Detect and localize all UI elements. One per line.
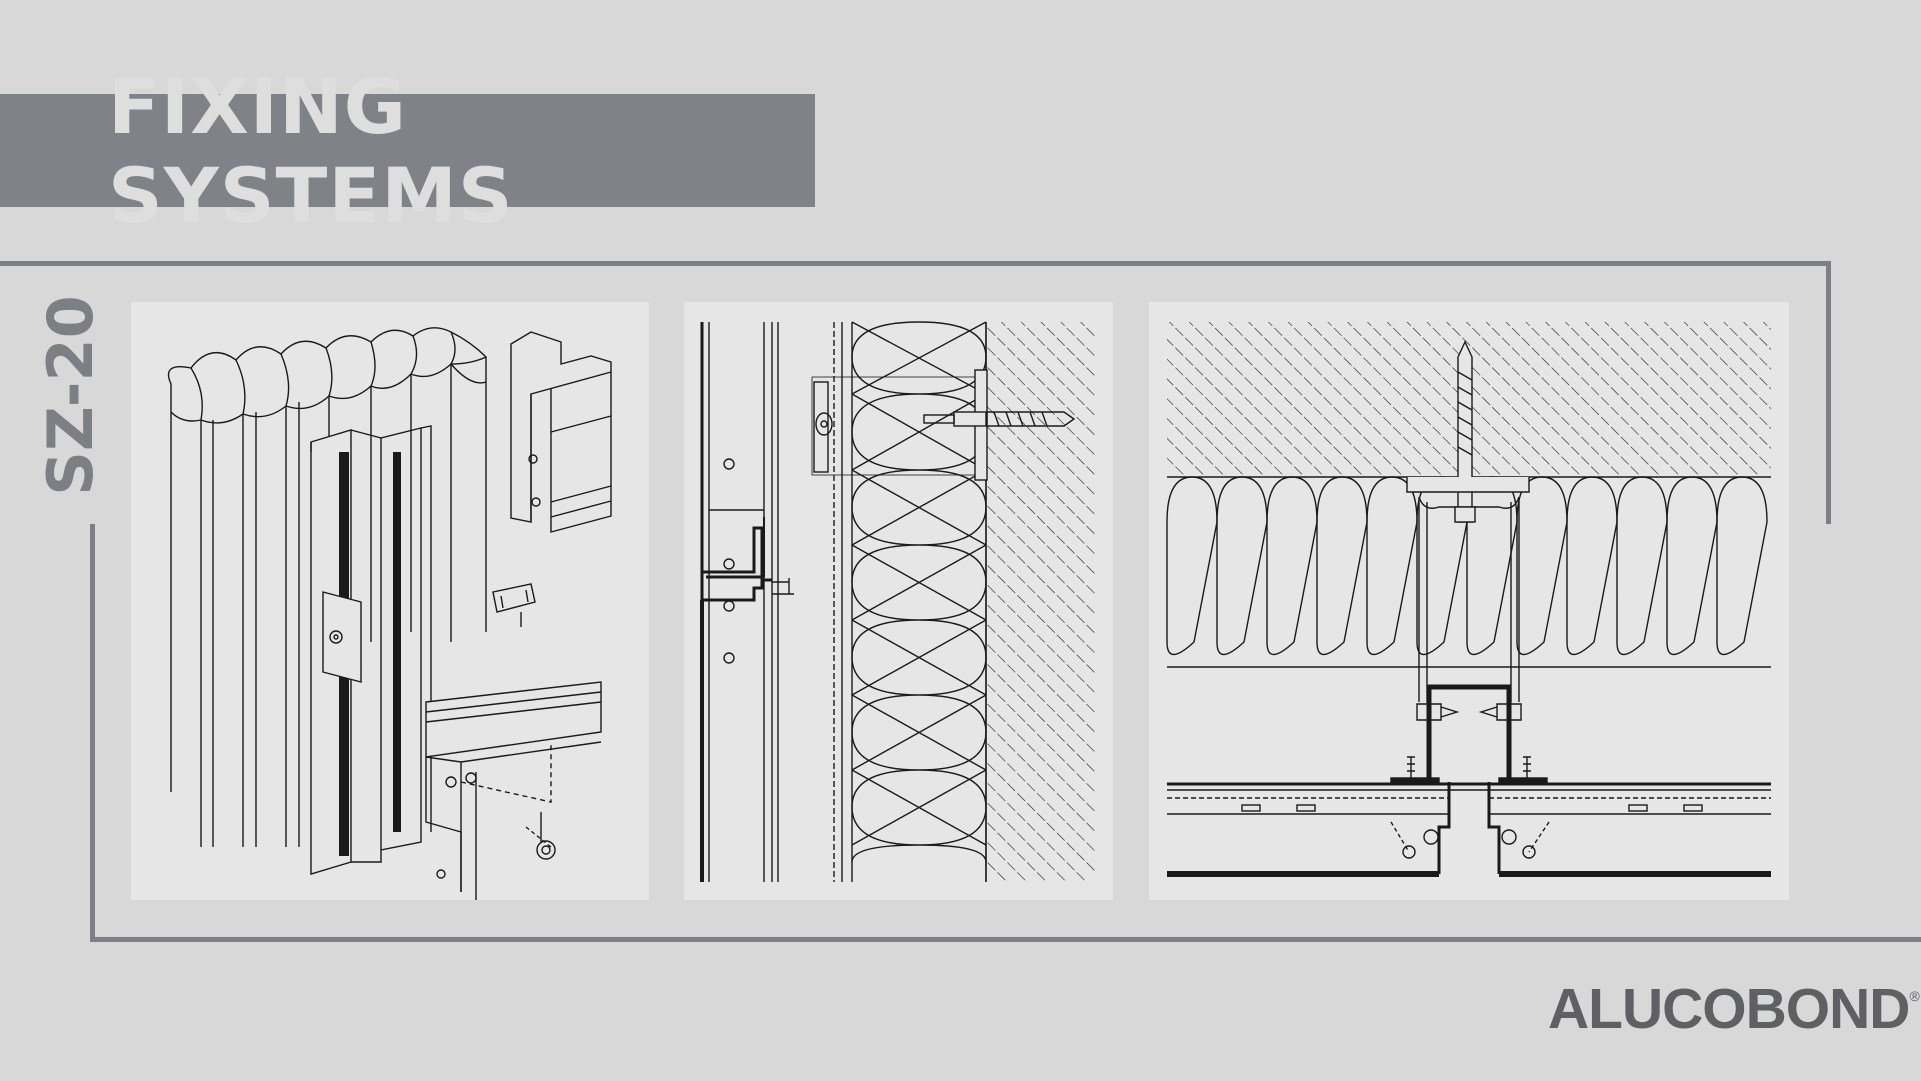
wall-anchor [811,369,1076,481]
concrete-wall [986,322,1096,882]
insulation-layer [851,321,987,882]
insulation-scallops [167,327,488,424]
frame-bottom-line [90,937,1921,942]
frame-right-line [1826,261,1831,524]
isometric-drawing [167,327,612,900]
brand-logo: ALUCOBOND® [1548,976,1920,1042]
panel-clips [1390,756,1548,785]
wall-bracket-left [322,591,362,683]
brand-name: ALUCOBOND [1548,977,1910,1041]
panel-isometric [131,302,649,900]
panel-horizontal-section [1149,302,1789,900]
screw [536,812,556,860]
wall-anchor [1406,340,1530,702]
support-profile [1416,684,1522,782]
title-bar: FIXING SYSTEMS [0,62,815,240]
cladding-panels [1167,782,1771,877]
frame-left-line [90,524,95,942]
hanging-clip [492,583,536,627]
cladding-panel [425,681,602,900]
horizontal-section-drawing [1166,322,1771,877]
brand-mark: ® [1909,988,1919,1004]
system-code: SZ-20 [34,294,107,496]
panel-vertical-section [684,302,1113,900]
frame-top-line [0,261,1831,266]
panel-joint [700,458,794,882]
page-title: FIXING SYSTEMS [108,61,514,240]
insulation-body [170,364,487,847]
system-code-label: SZ-20 [34,295,107,496]
vertical-section-drawing [700,321,1096,882]
wall-bracket-right [510,331,612,533]
